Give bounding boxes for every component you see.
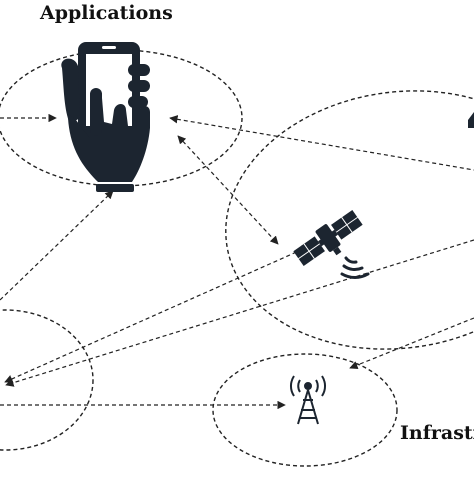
applications-label: Applications <box>40 2 173 24</box>
arrow-left-satellite <box>4 245 311 383</box>
arrow-left-to-apps-diag <box>0 190 114 301</box>
hand-smartphone-icon <box>61 42 150 192</box>
arrow-apps-right <box>169 115 474 171</box>
left-cluster-ellipse <box>0 309 94 451</box>
cell-tower-icon <box>289 375 327 425</box>
arrow-apps-satellite <box>177 135 279 245</box>
infrastructure-label: Infrastru <box>400 422 474 444</box>
partial-right-icon <box>468 112 474 128</box>
arrow-right-to-left <box>5 239 474 387</box>
arrow-right-to-infra <box>349 317 474 370</box>
satellite-icon <box>293 209 363 267</box>
satellite-signal-waves <box>340 256 370 279</box>
